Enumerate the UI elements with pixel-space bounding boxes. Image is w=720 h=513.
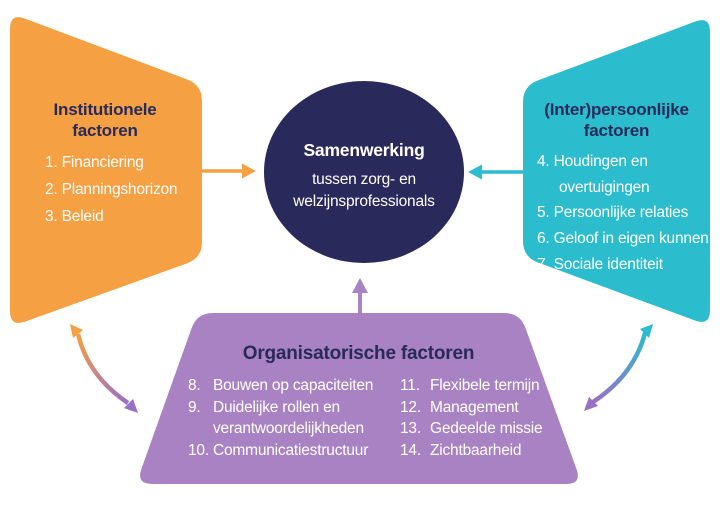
institutional-factors-title: Institutionele factoren [12, 99, 198, 141]
collaboration-circle [264, 81, 464, 263]
list-item: 7. Sociale identiteit [537, 255, 663, 273]
list-item-continuation: overtuigingen [559, 178, 650, 196]
interpersonal-title-line1: (Inter)persoonlijke [544, 100, 689, 119]
list-item: 8. Bouwen op capaciteiten [188, 375, 373, 397]
list-item: 13. Gedeelde missie [400, 418, 543, 440]
item-number: 9. [188, 398, 201, 416]
item-text: Communicatiestructuur [213, 441, 369, 459]
list-item: 3. Beleid [45, 208, 104, 225]
interpersonal-title-line2: factoren [583, 121, 650, 140]
item-text: verantwoordelijkheden [213, 420, 364, 437]
interpersonal-factors-title: (Inter)persoonlijke factoren [523, 99, 710, 141]
item-text: Bouwen op capaciteiten [213, 377, 374, 394]
organisational-factors-list-left: 8. Bouwen op capaciteiten 9. Duidelijke … [188, 375, 373, 461]
list-item: 9. Duidelijke rollen en [188, 397, 373, 419]
list-item: 1. Financiering [45, 154, 144, 171]
arrow-right-to-center [468, 164, 523, 180]
list-item: 11. Flexibele termijn [400, 375, 542, 397]
item-number: 10. [188, 441, 209, 459]
organisational-factors-list-right: 11. Flexibele termijn 12. Management 13.… [400, 375, 543, 462]
list-item: 14. Zichtbaarheid [400, 440, 542, 462]
item-text: Management [430, 398, 519, 416]
item-number: 14. [400, 441, 421, 459]
double-arrow-right-bottom [584, 324, 653, 411]
item-number: 12. [400, 398, 421, 416]
item-number [188, 418, 213, 440]
list-item: 4. Houdingen en [537, 153, 648, 170]
list-item: 2. Planningshorizon [45, 181, 178, 198]
list-item: 6. Geloof in eigen kunnen [537, 230, 709, 248]
double-arrow-left-bottom [70, 324, 138, 413]
institutional-title-line1: Institutionele [53, 100, 157, 119]
interpersonal-factors-list: 4. Houdingen en overtuigingen 5. Persoon… [537, 149, 709, 278]
item-text: Flexibele termijn [430, 377, 540, 394]
item-text: Zichtbaarheid [430, 441, 522, 459]
list-item: 10. Communicatiestructuur [188, 440, 373, 462]
item-text: Duidelijke rollen en [213, 398, 340, 416]
collaboration-subtitle-line2: welzijnsprofessionals [293, 193, 435, 210]
institutional-factors-shape [10, 17, 202, 323]
institutional-title-line2: factoren [72, 121, 138, 140]
item-number: 11. [400, 377, 420, 394]
collaboration-subtitle-line1: tussen zorg- en [312, 171, 416, 188]
arrow-left-to-center [202, 163, 256, 179]
collaboration-subtitle: tussen zorg- en welzijnsprofessionals [264, 169, 464, 213]
arrow-bottom-to-center [352, 278, 368, 316]
institutional-factors-list: 1. Financiering 2. Planningshorizon 3. B… [45, 149, 178, 230]
item-number: 8. [188, 377, 201, 394]
list-item: 12. Management [400, 397, 542, 419]
list-item: 5. Persoonlijke relaties [537, 204, 689, 222]
organisational-factors-shape [140, 313, 578, 484]
collaboration-circle-text: Samenwerking tussen zorg- en welzijnspro… [264, 140, 464, 213]
item-text: Gedeelde missie [430, 420, 543, 437]
list-item-continuation: verantwoordelijkheden [188, 418, 373, 440]
item-number: 13. [400, 420, 421, 437]
collaboration-title: Samenwerking [303, 140, 425, 160]
organisational-factors-title: Organisatorische factoren [242, 343, 475, 364]
interpersonal-factors-shape [523, 20, 710, 322]
